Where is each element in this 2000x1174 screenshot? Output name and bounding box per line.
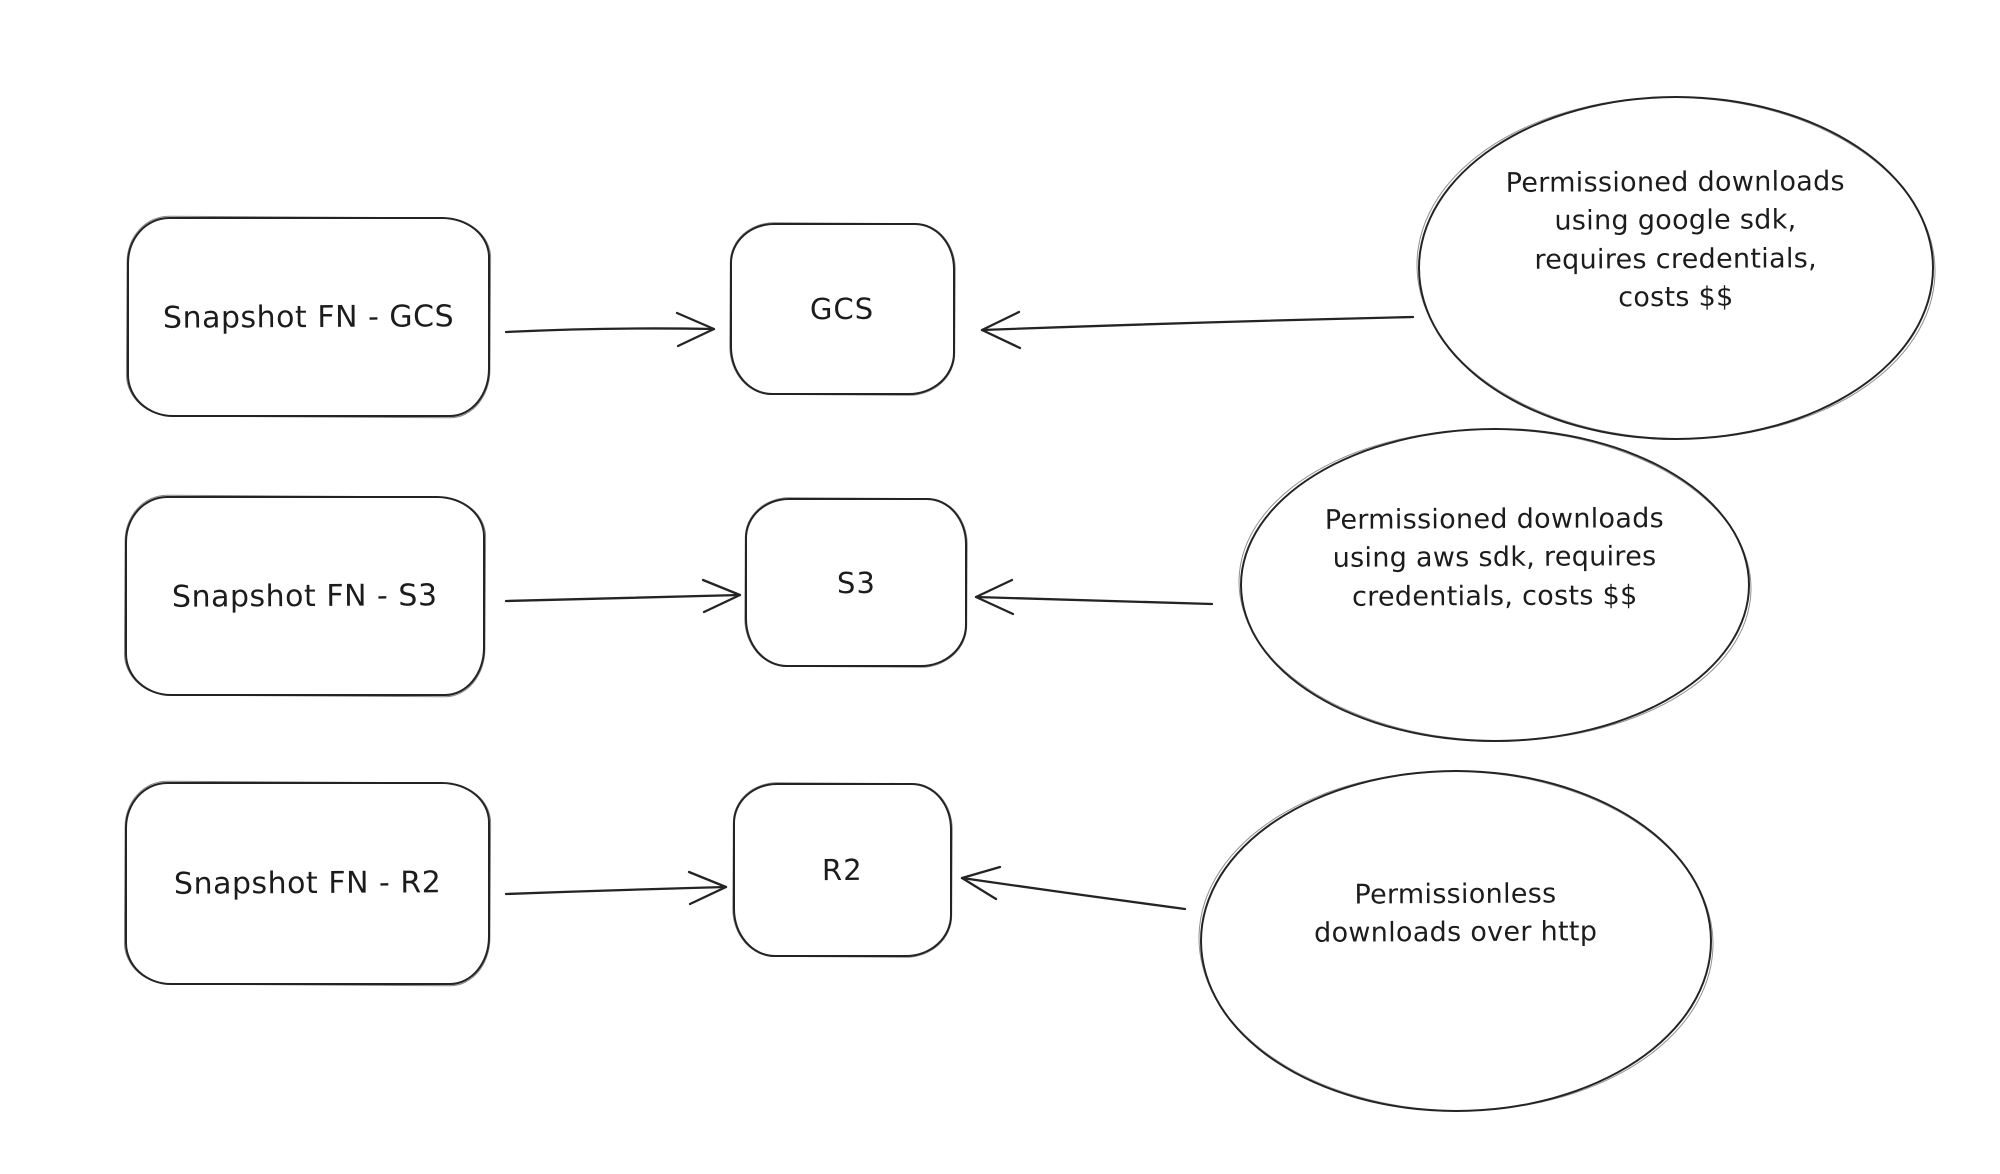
note-ellipse-s3: Permissioned downloads using aws sdk, re… xyxy=(1240,428,1750,742)
arrow-note-to-r2 xyxy=(960,865,1187,911)
node-snapshot-fn-r2-label: Snapshot FN - R2 xyxy=(173,865,442,902)
note-ellipse-r2-text: Permissionless downloads over http xyxy=(1314,878,1598,949)
node-snapshot-fn-s3: Snapshot FN - S3 xyxy=(125,496,485,696)
node-snapshot-fn-gcs-label: Snapshot FN - GCS xyxy=(162,298,455,336)
node-gcs-label: GCS xyxy=(810,291,875,327)
arrow-note-to-s3 xyxy=(974,578,1214,616)
note-ellipse-gcs-text: Permissioned downloads using google sdk,… xyxy=(1506,166,1846,314)
note-ellipse-s3-text: Permissioned downloads using aws sdk, re… xyxy=(1325,502,1665,612)
node-snapshot-fn-gcs: Snapshot FN - GCS xyxy=(127,217,490,417)
node-snapshot-fn-r2: Snapshot FN - R2 xyxy=(125,782,490,985)
arrow-snapshot-r2-to-r2 xyxy=(504,870,728,906)
node-r2: R2 xyxy=(733,783,952,957)
arrow-snapshot-s3-to-s3 xyxy=(504,578,742,614)
node-r2-label: R2 xyxy=(822,852,863,888)
note-ellipse-r2: Permissionless downloads over http xyxy=(1200,770,1712,1112)
node-gcs: GCS xyxy=(730,223,955,395)
node-snapshot-fn-s3-label: Snapshot FN - S3 xyxy=(172,577,438,615)
arrow-note-to-gcs xyxy=(980,310,1415,350)
node-s3: S3 xyxy=(745,498,967,667)
node-s3-label: S3 xyxy=(836,565,876,600)
note-ellipse-gcs: Permissioned downloads using google sdk,… xyxy=(1418,96,1934,440)
arrow-snapshot-gcs-to-gcs xyxy=(504,311,716,348)
